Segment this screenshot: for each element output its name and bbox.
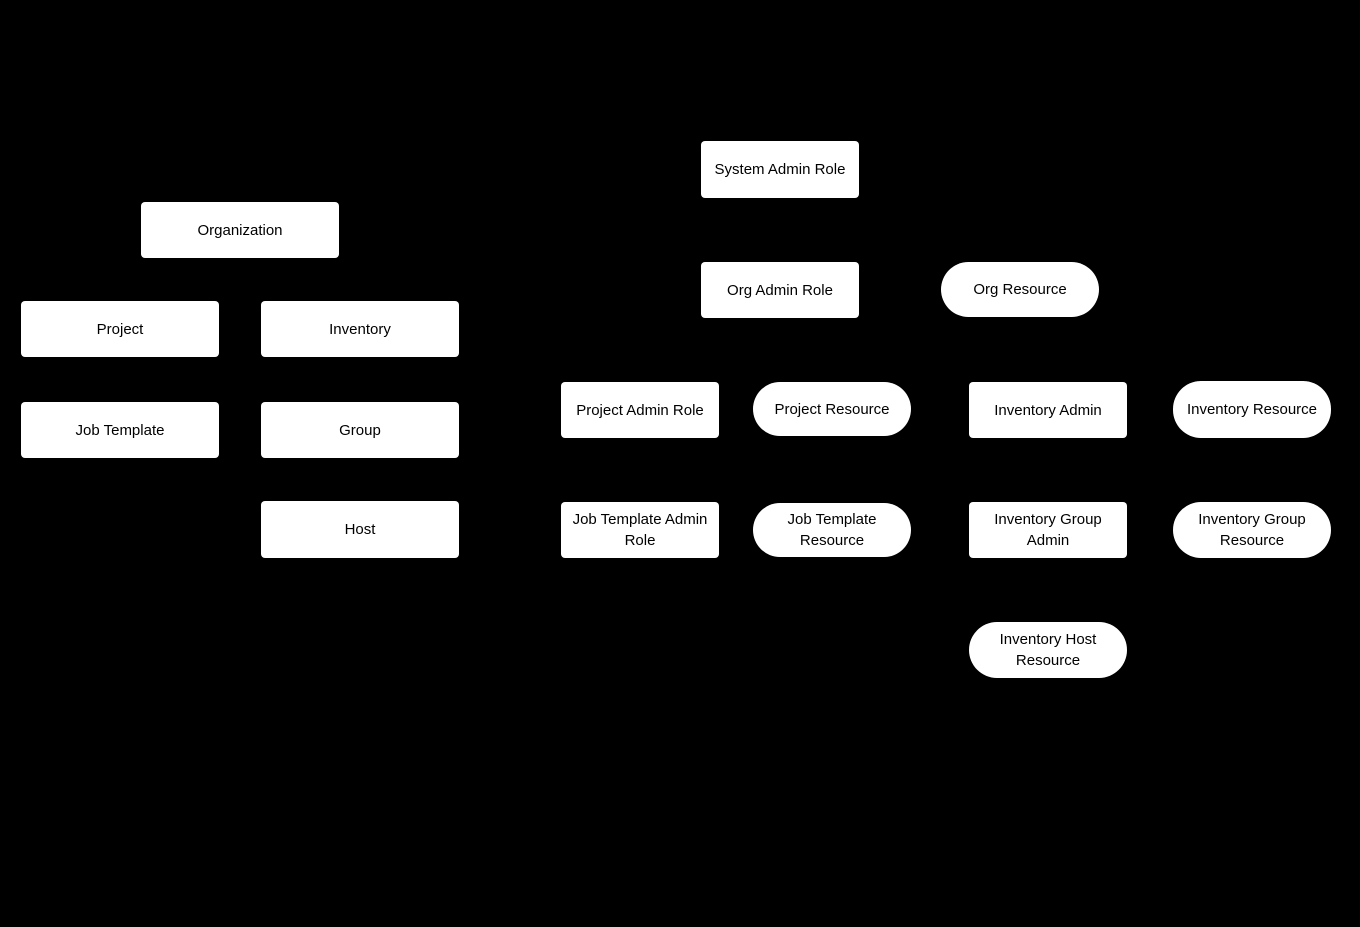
node-label: Project Resource (774, 400, 890, 418)
node-label: Job Template (75, 421, 165, 439)
node-label: Inventory Group Resource (1198, 511, 1306, 549)
node-group: Group (261, 402, 459, 458)
node-host: Host (261, 501, 459, 558)
node-label: System Admin Role (714, 161, 846, 178)
node-inventory: Inventory (261, 301, 459, 357)
node-inventory-host-resource: Inventory Host Resource (969, 622, 1127, 678)
node-label: Job Template Admin Role (572, 511, 708, 549)
node-project: Project (21, 301, 219, 357)
node-organization: Organization (141, 202, 339, 258)
node-label: Project (96, 320, 144, 338)
node-label: Org Resource (973, 281, 1067, 298)
node-inventory-admin: Inventory Admin (969, 382, 1127, 438)
node-label: Inventory (329, 320, 391, 338)
node-inventory-group-admin: Inventory Group Admin (969, 502, 1127, 558)
node-inventory-group-resource: Inventory Group Resource (1173, 502, 1331, 558)
node-label: Organization (197, 221, 283, 239)
node-job-template-admin-role: Job Template Admin Role (561, 502, 719, 558)
node-label: Inventory Admin (994, 401, 1102, 419)
node-org-resource: Org Resource (941, 262, 1099, 317)
node-label: Project Admin Role (576, 401, 704, 419)
node-job-template: Job Template (21, 402, 219, 458)
node-label: Job Template Resource (787, 511, 877, 549)
node-project-admin-role: Project Admin Role (561, 382, 719, 438)
node-project-resource: Project Resource (753, 382, 911, 436)
node-label: Host (344, 521, 376, 538)
node-job-template-resource: Job Template Resource (753, 503, 911, 557)
node-org-admin-role: Org Admin Role (701, 262, 859, 318)
node-label: Inventory Host Resource (999, 631, 1097, 669)
node-label: Inventory Group Admin (994, 511, 1102, 549)
node-label: Org Admin Role (727, 281, 833, 299)
node-system-admin-role: System Admin Role (701, 141, 859, 198)
node-label: Inventory Resource (1186, 401, 1318, 418)
node-label: Group (339, 421, 381, 439)
node-inventory-resource: Inventory Resource (1173, 381, 1331, 438)
